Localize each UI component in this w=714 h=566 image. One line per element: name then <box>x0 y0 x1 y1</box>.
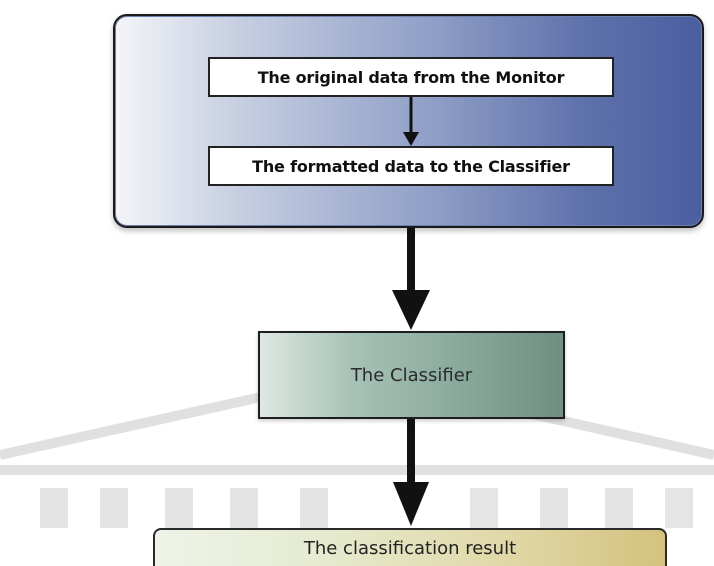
classification-result-node: The classification result <box>153 528 667 566</box>
classification-result-label: The classification result <box>303 537 517 559</box>
original-data-label: The original data from the Monitor <box>257 67 565 87</box>
arrow-classifier-to-result <box>393 419 429 526</box>
formatted-data-label: The formatted data to the Classifier <box>252 156 570 176</box>
arrow-container-to-classifier <box>392 228 430 330</box>
original-data-node: The original data from the Monitor <box>208 57 614 97</box>
classifier-node: The Classifier <box>258 331 565 419</box>
formatting-container <box>113 14 704 228</box>
formatted-data-node: The formatted data to the Classifier <box>208 146 614 186</box>
classifier-label: The Classifier <box>350 364 473 386</box>
